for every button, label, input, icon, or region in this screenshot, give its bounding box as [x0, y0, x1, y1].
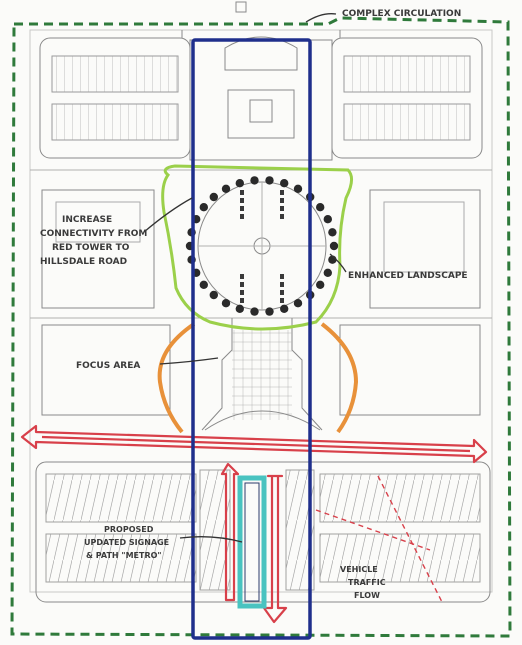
label-focus-area: FOCUS AREA [76, 361, 140, 371]
site-outline [29, 29, 493, 593]
tree-icon [235, 179, 244, 188]
leader-signage [179, 536, 243, 543]
tree-icon [329, 241, 339, 251]
tree-row-icon [280, 198, 284, 203]
parking-stalls-west-2 [51, 103, 179, 141]
middle-blocks [30, 169, 492, 416]
signage-path [237, 475, 267, 609]
block-east [369, 189, 481, 309]
label-vehicle-line2: TRAFFIC [348, 578, 386, 587]
enhanced-landscape-outline [161, 164, 353, 331]
leader-connectivity [143, 197, 193, 233]
landscape-arc-east [320, 322, 359, 434]
walkway-pavers [232, 330, 292, 420]
stalls-se-2 [319, 533, 481, 583]
tree-row-icon [240, 298, 244, 303]
block-west [41, 189, 155, 309]
tower-entry-court [224, 36, 298, 71]
block-southeast [339, 324, 481, 416]
stalls-se-1 [319, 473, 481, 523]
leader-complex [305, 13, 337, 23]
landscape-arc-west [157, 322, 196, 434]
complex-circulation-boundary [10, 16, 512, 638]
tree-icon [280, 304, 289, 313]
tree-icon [209, 290, 218, 300]
north-marker [235, 1, 247, 13]
label-enhanced-landscape: ENHANCED LANDSCAPE [348, 271, 468, 281]
tree-row-icon [280, 214, 284, 219]
tree-row-icon [240, 214, 244, 219]
traffic-arrows [20, 424, 488, 624]
tree-icon [328, 228, 337, 237]
tower-plaza [227, 89, 295, 139]
labels: COMPLEX CIRCULATION INCREASE CONNECTIVIT… [40, 9, 468, 600]
label-connectivity-line2: CONNECTIVITY FROM [40, 229, 147, 239]
stalls-sw-1 [45, 473, 197, 523]
leader-lines [143, 13, 347, 543]
parking-stalls-west-1 [51, 55, 179, 93]
tree-row-icon [240, 190, 244, 195]
central-plaza [197, 181, 327, 311]
tree-icon [250, 176, 259, 185]
label-connectivity-line4: HILLSDALE ROAD [40, 257, 127, 267]
tree-icon [209, 192, 218, 202]
north-south-arrow-west [220, 462, 240, 602]
tree-icon [250, 307, 259, 316]
label-connectivity-line3: RED TOWER TO [52, 243, 130, 253]
tree-row-icon [240, 282, 244, 287]
block-east-inner [383, 201, 465, 273]
focus-corridor [191, 38, 312, 640]
tree-icon [293, 184, 303, 193]
north-south-arrow-east [262, 474, 288, 624]
vehicle-flow-dashed-1 [315, 509, 431, 551]
tree-icon [323, 215, 332, 224]
block-southwest [41, 324, 171, 416]
tree-row-icon [240, 274, 244, 279]
tree-row-icon [280, 206, 284, 211]
tree-row-icon [240, 290, 244, 295]
tree-icon [293, 299, 303, 308]
tree-icon [280, 179, 289, 188]
tree-icon [199, 203, 208, 212]
east-west-arrow [20, 424, 488, 464]
stalls-sw-2 [45, 533, 197, 583]
tree-icon [235, 304, 244, 313]
leader-focus [159, 357, 219, 365]
vehicle-flow-dashed-2 [377, 475, 443, 603]
walkway-arc [204, 410, 321, 431]
tree-row-icon [240, 206, 244, 211]
tree-row-icon [280, 298, 284, 303]
label-signage-line1: PROPOSED [104, 525, 154, 534]
tree-row-icon [280, 290, 284, 295]
label-signage-line2: UPDATED SIGNAGE [84, 538, 169, 547]
tree-row-icon [280, 190, 284, 195]
tree-icon [199, 280, 208, 289]
tree-icon [316, 280, 325, 289]
block-west-inner [55, 201, 141, 243]
parking-stalls-east-1 [343, 55, 471, 93]
tower-core [249, 99, 273, 123]
tree-icon [221, 184, 231, 193]
tree-icon [316, 203, 325, 212]
label-connectivity-line1: INCREASE [62, 215, 112, 225]
label-complex-circulation: COMPLEX CIRCULATION [342, 9, 461, 19]
tree-row-icon [240, 198, 244, 203]
tree-icon [265, 176, 274, 185]
tree-icon [265, 307, 274, 316]
parking-stalls-east-2 [343, 103, 471, 141]
tree-row-icon [280, 274, 284, 279]
base-linework [29, 1, 493, 593]
tree-icon [323, 268, 332, 277]
tree-icon [221, 299, 231, 308]
label-vehicle-line3: FLOW [354, 591, 380, 600]
tree-row-icon [280, 282, 284, 287]
label-vehicle-line1: VEHICLE [340, 565, 378, 574]
focus-walkway [201, 318, 323, 431]
label-signage-line3: & PATH "METRO" [86, 551, 162, 560]
leader-landscape [329, 253, 347, 273]
